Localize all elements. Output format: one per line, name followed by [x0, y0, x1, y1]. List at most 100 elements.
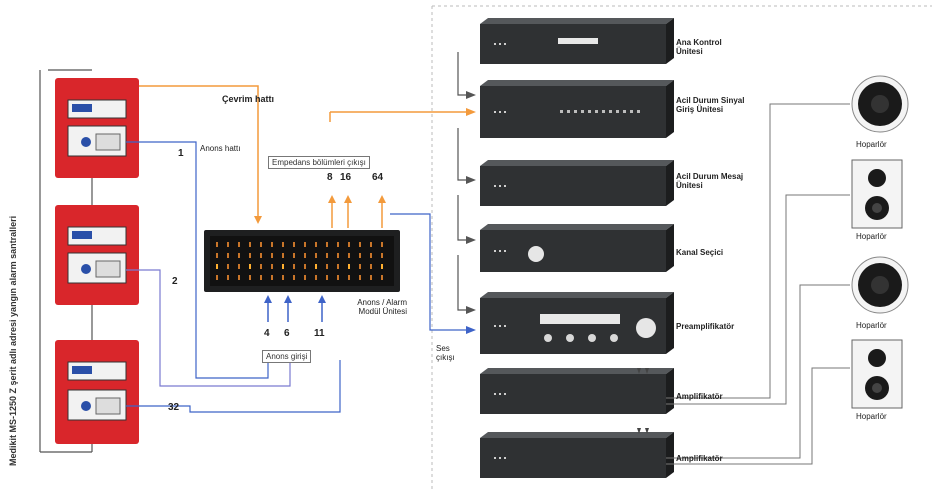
rack-led — [359, 253, 361, 258]
rack-led — [216, 253, 218, 258]
speaker-label: Hoparlör — [856, 412, 887, 421]
ses-cikisi-label: Ses çıkışı — [436, 344, 455, 362]
rack-led — [216, 242, 218, 247]
rack-led — [238, 253, 240, 258]
rack-led — [315, 275, 317, 280]
rack-led — [337, 253, 339, 258]
rack-led — [227, 275, 229, 280]
anons-hatti-label: Anons hattı — [200, 144, 241, 153]
rack-led — [249, 242, 251, 247]
fire-panel-2 — [55, 205, 139, 305]
panel-number-32: 32 — [168, 402, 180, 413]
rack-led — [348, 264, 350, 269]
speaker-label: Hoparlör — [856, 232, 887, 241]
rack-led — [370, 264, 372, 269]
rack-led — [370, 253, 372, 258]
anons-girisi-label: Anons girişi — [262, 350, 312, 363]
rack-led — [238, 242, 240, 247]
amp-chain-arrows — [637, 368, 649, 434]
device-3 — [480, 160, 674, 206]
cevrim-hatti-label: Çevrim hattı — [222, 94, 275, 104]
device-label: Kanal Seçici — [676, 248, 724, 257]
rack-led — [337, 275, 339, 280]
rack-led — [216, 264, 218, 269]
device-label: Amplifikatör — [676, 392, 723, 401]
rack-led — [282, 253, 284, 258]
cevrim-line — [139, 85, 259, 222]
device-label: Preamplifikatör — [676, 322, 735, 331]
rack-led — [359, 242, 361, 247]
rack-led — [304, 253, 306, 258]
rack-led — [326, 242, 328, 247]
rack-led — [359, 264, 361, 269]
device-label: Acil Durum Mesaj Ünitesi — [676, 172, 744, 190]
rack-led — [304, 242, 306, 247]
rack-led — [260, 253, 262, 258]
rack-led — [359, 275, 361, 280]
rack-led — [315, 253, 317, 258]
rack-led — [293, 242, 295, 247]
rack-led — [282, 264, 284, 269]
rack-led — [227, 242, 229, 247]
right-section-border — [431, 5, 932, 490]
rack-led — [348, 275, 350, 280]
rack-led — [293, 275, 295, 280]
speaker-label: Hoparlör — [856, 321, 887, 330]
rack-led — [216, 275, 218, 280]
rack-led — [238, 264, 240, 269]
input-6: 6 — [284, 328, 290, 339]
panel-bracket — [39, 69, 92, 453]
device-5 — [480, 292, 674, 354]
panel-number-1: 1 — [178, 148, 184, 159]
rack-led — [249, 275, 251, 280]
rack-led — [326, 264, 328, 269]
impedance-8: 8 — [327, 172, 333, 183]
rack-led — [271, 253, 273, 258]
rack-led — [293, 264, 295, 269]
rack-led — [260, 264, 262, 269]
rack-led — [337, 264, 339, 269]
device-label: Amplifikatör — [676, 454, 723, 463]
rack-led — [271, 242, 273, 247]
rack-led — [337, 242, 339, 247]
main-rack-unit — [204, 230, 400, 292]
rack-led — [271, 275, 273, 280]
device-7 — [480, 432, 674, 478]
rack-led — [260, 275, 262, 280]
rack-led — [293, 253, 295, 258]
impedance-64: 64 — [372, 172, 384, 183]
rack-led — [381, 275, 383, 280]
rack-led — [381, 264, 383, 269]
device-label: Ana Kontrol Ünitesi — [676, 38, 722, 56]
rack-led — [370, 275, 372, 280]
device-4 — [480, 224, 674, 272]
device-label: Acil Durum Sinyal Giriş Ünitesi — [676, 96, 745, 114]
speaker-label: Hoparlör — [856, 140, 887, 149]
fire-panel-3 — [55, 340, 139, 444]
panel-number-2: 2 — [172, 276, 178, 287]
rack-led — [304, 275, 306, 280]
anons-line-1 — [126, 141, 262, 379]
rack-led — [326, 275, 328, 280]
speaker-2 — [851, 159, 903, 229]
rack-led — [249, 264, 251, 269]
rack-led — [227, 253, 229, 258]
rack-led — [381, 242, 383, 247]
anons-line-2 — [126, 269, 262, 387]
empedans-label: Empedans bölümleri çıkışı — [268, 156, 370, 169]
fire-panel-1 — [55, 78, 139, 178]
rack-led — [315, 242, 317, 247]
input-arrows — [264, 295, 326, 322]
audio-out-line — [390, 213, 470, 331]
rack-led — [370, 242, 372, 247]
rack-led — [271, 264, 273, 269]
speaker-1 — [851, 75, 909, 133]
rack-led — [348, 242, 350, 247]
rack-led — [227, 264, 229, 269]
device-6 — [480, 368, 674, 414]
impedance-arrows — [328, 195, 386, 228]
rack-led — [304, 264, 306, 269]
device-1 — [480, 18, 674, 64]
rack-led — [249, 253, 251, 258]
